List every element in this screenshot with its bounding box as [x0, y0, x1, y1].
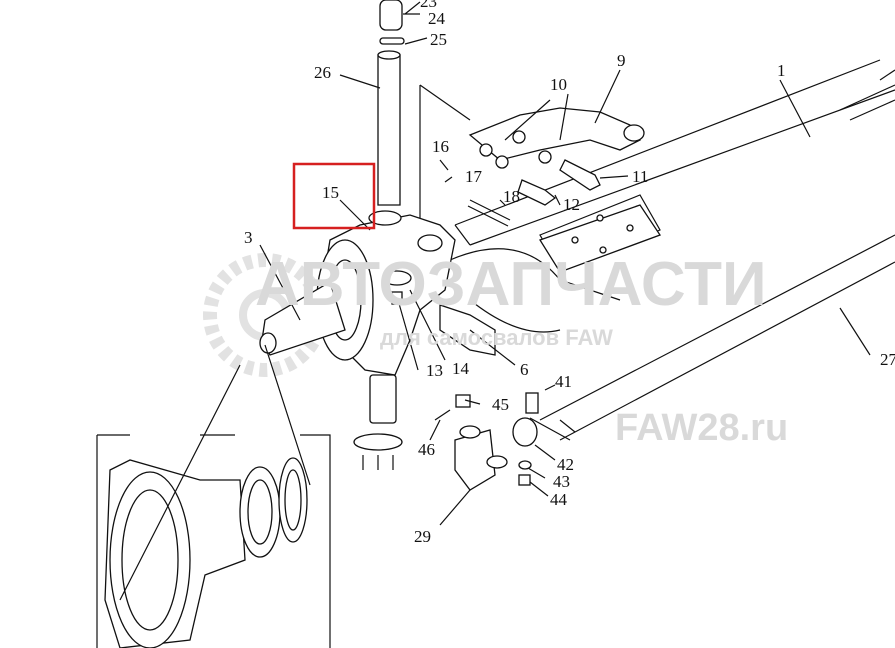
- steering-knuckle: [259, 210, 496, 470]
- hub-inset: [96, 344, 331, 648]
- part-label: 9: [617, 51, 626, 70]
- axle-beam: [449, 59, 895, 333]
- part-label: 44: [550, 490, 568, 509]
- part-label: 13: [426, 361, 443, 380]
- part-label: 29: [414, 527, 431, 546]
- part-label-highlighted: 15: [322, 183, 339, 202]
- part-label: 26: [314, 63, 331, 82]
- part-label: 23: [420, 0, 437, 11]
- watermark-line2: для самосвалов FAW: [380, 325, 613, 350]
- steering-arm: [467, 107, 645, 227]
- part-labels: 23 24 25 26 9 10 1 16 17 11 18 12 15 3 1…: [244, 0, 895, 546]
- part-label: 18: [503, 187, 520, 206]
- highlight-box: [292, 162, 376, 230]
- part-label: 25: [430, 30, 447, 49]
- part-label: 24: [428, 9, 446, 28]
- part-label: 45: [492, 395, 509, 414]
- part-label: 43: [553, 472, 570, 491]
- watermark-line3: FAW28.ru: [615, 407, 788, 449]
- part-label: 3: [244, 228, 253, 247]
- leader-lines: [259, 1, 871, 526]
- tie-rod-end: [434, 392, 539, 491]
- kingpin: [377, 0, 471, 230]
- part-label: 10: [550, 75, 567, 94]
- part-label: 11: [632, 167, 648, 186]
- watermark: АВТОЗАПЧАСТИ для самосвалов FAW FAW28.ru: [255, 250, 788, 449]
- part-label: 41: [555, 372, 572, 391]
- part-label: 27: [880, 350, 895, 369]
- part-label: 1: [777, 61, 786, 80]
- part-label: 42: [557, 455, 574, 474]
- part-label: 16: [432, 137, 449, 156]
- part-label: 12: [563, 195, 580, 214]
- watermark-line1: АВТОЗАПЧАСТИ: [255, 250, 767, 319]
- tie-rod: [529, 234, 895, 441]
- part-label: 14: [452, 359, 470, 378]
- part-label: 6: [520, 360, 529, 379]
- part-label: 46: [418, 440, 435, 459]
- part-label: 17: [465, 167, 483, 186]
